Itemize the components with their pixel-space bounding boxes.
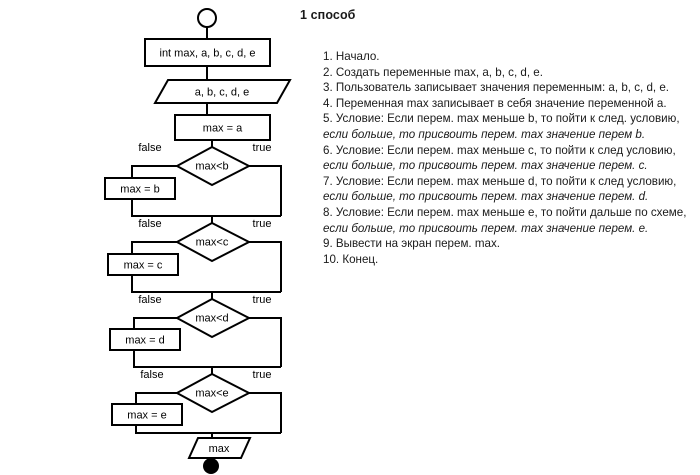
assign-a-label: max = a bbox=[203, 123, 243, 135]
decision-d-true-label: true bbox=[253, 294, 272, 306]
algorithm-step-line: если больше, то присвоить перем. max зна… bbox=[323, 127, 646, 141]
start-circle bbox=[197, 8, 217, 28]
assign-b-label: max = b bbox=[120, 184, 159, 196]
decision-c-diamond bbox=[174, 221, 252, 263]
assign-e-label: max = e bbox=[127, 410, 166, 422]
decision-c-label: max<c bbox=[196, 237, 229, 249]
edge-b-false-merge bbox=[131, 199, 281, 217]
output-parallelogram bbox=[187, 437, 252, 459]
output-parallelogram-label: max bbox=[209, 443, 230, 455]
algorithm-step-line: 2. Создать переменные max, a, b, c, d, e… bbox=[323, 65, 543, 79]
edge-c-true bbox=[249, 241, 282, 292]
decision-c-true-label: true bbox=[253, 218, 272, 230]
edge-d-false-merge bbox=[133, 350, 281, 368]
algorithm-step-line: если больше, то присвоить перем. max зна… bbox=[323, 190, 649, 204]
edge-e-true bbox=[249, 392, 282, 433]
algorithm-step-line: 9. Вывести на экран перем. max. bbox=[323, 237, 500, 251]
algorithm-step-line: 1. Начало. bbox=[323, 50, 380, 63]
text-panel: 1 способ 1. Начало. 2. Создать переменные… bbox=[296, 0, 700, 475]
decision-e-false-label: false bbox=[140, 369, 163, 381]
edge-c-false bbox=[131, 241, 177, 254]
assign-b-box bbox=[104, 177, 176, 200]
flowchart-diagram: int max, a, b, c, d, e a, b, c, d, e max… bbox=[104, 8, 292, 474]
edge-e-false-merge bbox=[135, 425, 281, 434]
algorithm-step-line: 5. Условие: Если перем. max меньше b, то… bbox=[323, 112, 680, 126]
decision-e-label: max<e bbox=[195, 388, 228, 400]
assign-c-label: max = c bbox=[124, 260, 163, 272]
edge-e-false bbox=[135, 392, 177, 404]
edge-d-false bbox=[133, 317, 177, 329]
decision-e-true-label: true bbox=[253, 369, 272, 381]
decision-c-false-label: false bbox=[138, 218, 161, 230]
panel-title: 1 способ bbox=[300, 8, 356, 22]
assign-d-box bbox=[109, 328, 181, 351]
edge-b-false bbox=[131, 165, 177, 178]
assign-c-box bbox=[107, 253, 179, 276]
input-parallelogram bbox=[153, 79, 292, 104]
algorithm-step-line: 4. Переменная max записывает в себя знач… bbox=[323, 96, 667, 110]
decision-d-false-label: false bbox=[138, 294, 161, 306]
decision-e-diamond bbox=[174, 372, 252, 414]
algorithm-step-line: 3. Пользователь записывает значения пере… bbox=[323, 81, 670, 95]
decision-d-label: max<d bbox=[195, 313, 228, 325]
algorithm-step-line: 8. Условие: Если перем. max меньше e, то… bbox=[323, 205, 687, 219]
assign-a-box bbox=[174, 114, 271, 141]
declare-box-label: int max, a, b, c, d, e bbox=[160, 48, 256, 60]
assign-e-box bbox=[111, 403, 183, 426]
algorithm-step-line: 7. Условие: Если перем. max меньше d, то… bbox=[323, 174, 677, 188]
decision-b-label: max<b bbox=[195, 161, 228, 173]
edge-c-false-merge bbox=[131, 275, 281, 293]
edge-b-true bbox=[249, 165, 282, 216]
decision-b-false-label: false bbox=[138, 142, 161, 154]
edge-d-true bbox=[249, 317, 282, 367]
algorithm-step-line: если больше, то присвоить перем. max зна… bbox=[323, 159, 648, 173]
input-parallelogram-label: a, b, c, d, e bbox=[195, 87, 249, 99]
end-circle-filled bbox=[203, 458, 219, 474]
algorithm-step-line: 6. Условие: Если перем. max меньше c, то… bbox=[323, 143, 676, 157]
algorithm-step-line: 10. Конец. bbox=[323, 252, 379, 266]
decision-b-diamond bbox=[174, 145, 252, 187]
assign-d-label: max = d bbox=[125, 335, 164, 347]
decision-b-true-label: true bbox=[253, 142, 272, 154]
algorithm-steps-list: 1. Начало. 2. Создать переменные max, a, … bbox=[323, 49, 700, 267]
algorithm-step-line: если больше, то присвоить перем. max зна… bbox=[323, 221, 649, 235]
decision-d-diamond bbox=[174, 297, 252, 339]
